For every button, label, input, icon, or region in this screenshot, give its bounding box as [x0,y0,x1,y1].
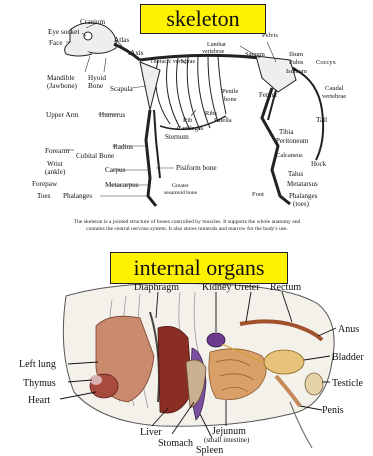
label-pisiform: Pisiform bone [176,164,217,172]
label-ilium: Ilium [289,51,303,58]
label-axis: Axis [130,49,144,57]
label-spleen: Spleen [196,445,223,456]
organs-illustration [63,283,334,448]
label-thymus: Thymus [23,378,56,389]
label-testicle: Testicle [332,378,364,389]
label-sternum: Sternum [165,133,189,141]
label-liver: Liver [140,427,162,438]
label-ribs: Ribs [205,110,217,117]
label-forearm: Forearm [45,147,70,155]
label-face: Face [49,39,63,47]
label-carpus: Carpus [105,166,126,174]
label-penile: Penile [222,88,238,95]
caption-line-2: contains the central nervous system. It … [22,226,352,233]
label-caudal-vertebrae: vertebrae [322,93,346,100]
skeleton-panel: Cranium Eye socket Face Atlas Axis Thora… [0,0,373,240]
label-peritoneum: Peritoneum [276,137,309,145]
label-lumbar-1: Lumbar [207,42,226,48]
label-jawbone: (Jawbone) [47,82,78,90]
label-penile-bone: bone [224,96,237,103]
skeleton-title-banner: skeleton [140,4,266,34]
label-radius: Radius [113,143,133,151]
label-bladder: Bladder [332,352,364,363]
label-femur: Femur [259,91,278,99]
label-coccyx: Coccyx [316,59,337,66]
label-ankle: (ankle) [45,168,66,176]
label-heart: Heart [28,395,50,406]
organs-title-banner: internal organs [110,252,288,284]
skeleton-diagram: Cranium Eye socket Face Atlas Axis Thora… [0,0,373,240]
label-metacarpus: Metacarpus [105,181,139,189]
label-tibia: Tibia [279,128,294,136]
caption-line-1: The skeleton is a jointed structure of b… [22,219,352,226]
label-caudal: Caudal [325,85,344,92]
label-rib: Rib [183,117,192,124]
label-foot: Foot [252,191,264,198]
label-metatarsus: Metatarsus [287,180,318,188]
label-tail: Tail [316,116,327,124]
label-forepaw: Forepaw [32,180,58,188]
label-ischium: Ischium [286,68,307,75]
label-humerus: Humerus [99,111,126,119]
organs-panel: Diaphragm Kidney Ureter Rectum Anus Left… [0,252,373,456]
label-phalanges: Phalanges [63,192,92,200]
label-penis: Penis [322,405,344,416]
label-upper-arm: Upper Arm [46,111,79,119]
label-hyoid: Hyoid [88,74,106,82]
label-thoracic-vertebrae: Thoracic vertebrae [150,59,195,65]
label-anus: Anus [338,324,359,335]
label-eye-socket: Eye socket [48,28,79,36]
skeleton-caption: The skeleton is a jointed structure of b… [22,219,352,233]
label-toes-paren: (toes) [293,200,310,208]
label-talus: Talus [288,170,303,178]
label-greater: Greater [172,183,189,189]
label-wrist: Wrist [47,160,63,168]
label-cranium: Cranium [80,18,106,26]
label-mandible: Mandible [47,74,75,82]
label-toes: Toes [37,192,51,200]
label-small-intestine: (small intestine) [204,436,250,444]
label-patella: Patella [214,117,232,124]
label-lumbar-2: vertebrae [202,49,225,55]
label-sesamoid-bone: sesamoid bone [164,190,198,196]
label-scapula: Scapula [110,85,134,93]
label-stomach: Stomach [158,438,193,449]
label-phalanges-toes: Phalanges [289,192,318,200]
label-hock: Hock [311,160,327,168]
label-atlas: Atlas [114,36,129,44]
label-cubital-bone: Cubital Bone [76,152,114,160]
label-cartilages: Cartilages [177,125,204,132]
label-sacrum: Sacrum [245,51,265,58]
label-left-lung: Left lung [19,359,56,370]
label-calcaneus: Calcaneus [276,152,303,159]
label-hyoid-bone: Bone [88,82,103,90]
label-pubis: Pubis [289,59,304,66]
